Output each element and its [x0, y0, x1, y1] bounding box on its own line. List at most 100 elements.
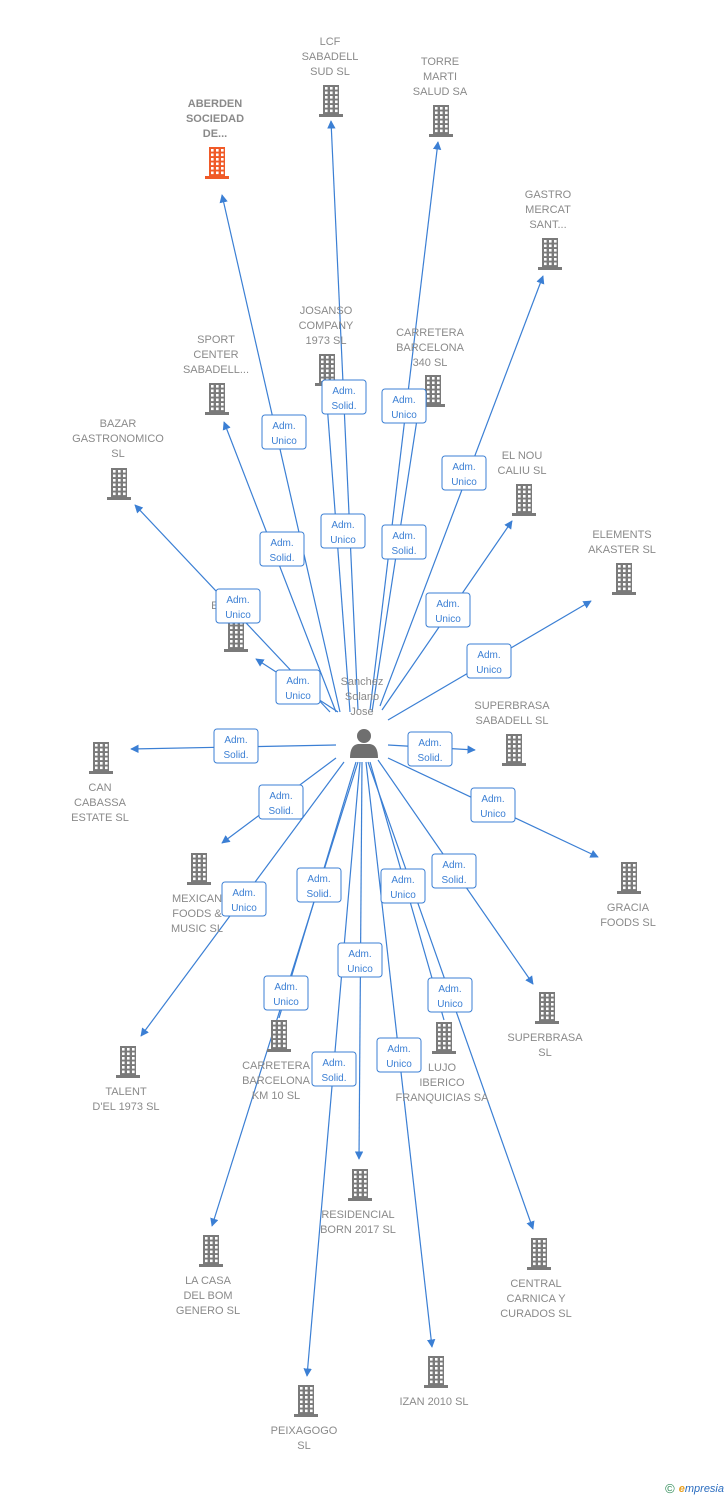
company-name-line[interactable]: CARNICA Y [506, 1293, 566, 1305]
company-node-elnou[interactable]: EL NOU CALIU SL [498, 450, 547, 516]
company-name-line[interactable]: SPORT [197, 334, 235, 346]
company-name-line[interactable]: COMPANY [299, 320, 354, 332]
edge-role-badge[interactable]: Adm.Unico [425, 592, 471, 628]
edge-role-badge[interactable]: Adm.Solid. [296, 867, 342, 903]
building-icon[interactable] [348, 1169, 372, 1201]
company-name-line[interactable]: RESIDENCIAL [321, 1209, 394, 1221]
company-node-josanso[interactable]: JOSANSO COMPANY 1973 SL [299, 305, 354, 386]
edge-role-badge[interactable]: Adm.Unico [427, 977, 473, 1013]
edge-role-badge[interactable]: Adm.Unico [441, 455, 487, 491]
edge-role-badge[interactable]: Adm.Solid. [321, 379, 367, 415]
edge-role-badge[interactable]: Adm.Solid. [258, 784, 304, 820]
company-name-line[interactable]: DEL BOM [183, 1290, 232, 1302]
edge-role-badge[interactable]: Adm.Solid. [311, 1051, 357, 1087]
edge-role-badge[interactable]: Adm.Unico [275, 669, 321, 705]
company-name-line[interactable]: BAZAR [100, 418, 137, 430]
company-name-line[interactable]: SABADELL SL [476, 715, 549, 727]
company-name-line[interactable]: IBERICO [419, 1077, 465, 1089]
company-name-line[interactable]: 340 SL [413, 357, 448, 369]
company-name-line[interactable]: SALUD SA [413, 86, 468, 98]
edge-role-badge[interactable]: Adm.Unico [337, 942, 383, 978]
edge-role-badge[interactable]: Adm.Unico [380, 868, 426, 904]
company-name-line[interactable]: ABERDEN [188, 98, 242, 110]
company-name-line[interactable]: D'EL 1973 SL [92, 1101, 159, 1113]
company-name-line[interactable]: DE... [203, 128, 227, 140]
company-node-gastro[interactable]: GASTRO MERCAT SANT... [525, 189, 572, 270]
building-icon[interactable] [612, 563, 636, 595]
edge-role-badge[interactable]: Adm.Solid. [407, 731, 453, 767]
building-icon[interactable] [432, 1022, 456, 1054]
building-icon[interactable] [617, 862, 641, 894]
building-icon[interactable] [187, 853, 211, 885]
company-name-line[interactable]: SL [538, 1047, 551, 1059]
company-name-line[interactable]: LA CASA [185, 1275, 232, 1287]
building-icon[interactable] [107, 468, 131, 500]
edge-role-badge[interactable]: Adm.Unico [470, 787, 516, 823]
company-node-residencial[interactable]: RESIDENCIAL BORN 2017 SL [320, 1169, 396, 1236]
person-name-line[interactable]: Sanchez [341, 676, 384, 688]
company-name-line[interactable]: LUJO [428, 1062, 457, 1074]
company-node-superbrasa_sab[interactable]: SUPERBRASA SABADELL SL [474, 700, 550, 766]
company-name-line[interactable]: GASTRO [525, 189, 572, 201]
edge-role-badge[interactable]: Adm.Solid. [213, 728, 259, 764]
edge-role-badge[interactable]: Adm.Unico [261, 414, 307, 450]
building-icon[interactable] [421, 375, 445, 407]
building-icon[interactable] [424, 1356, 448, 1388]
building-icon[interactable] [527, 1238, 551, 1270]
company-name-line[interactable]: KM 10 SL [252, 1090, 300, 1102]
company-node-aberden[interactable]: ABERDENSOCIEDADDE... [186, 98, 244, 179]
building-icon[interactable] [294, 1385, 318, 1417]
company-name-line[interactable]: MERCAT [525, 204, 571, 216]
company-name-line[interactable]: ELEMENTS [592, 529, 651, 541]
company-name-line[interactable]: MEXICAN [172, 893, 222, 905]
company-name-line[interactable]: LCF [320, 36, 341, 48]
edge-role-badge[interactable]: Adm.Unico [221, 881, 267, 917]
company-name-line[interactable]: GENERO SL [176, 1305, 240, 1317]
company-name-line[interactable]: CABASSA [74, 797, 127, 809]
company-name-line[interactable]: MARTI [423, 71, 457, 83]
company-name-line[interactable]: JOSANSO [300, 305, 353, 317]
company-name-line[interactable]: SANT... [529, 219, 566, 231]
company-node-torre[interactable]: TORRE MARTI SALUD SA [413, 56, 468, 137]
company-node-lacasa[interactable]: LA CASA DEL BOM GENERO SL [176, 1235, 240, 1317]
edge-role-badge[interactable]: Adm.Solid. [381, 524, 427, 560]
company-name-line[interactable]: BARCELONA [242, 1075, 311, 1087]
company-name-line[interactable]: SABADELL [302, 51, 359, 63]
company-name-line[interactable]: GASTRONOMICO [72, 433, 164, 445]
company-name-line[interactable]: SUPERBRASA [474, 700, 550, 712]
company-name-line[interactable]: FOODS & [172, 908, 222, 920]
building-icon[interactable] [319, 85, 343, 117]
company-name-line[interactable]: ESTATE SL [71, 812, 129, 824]
building-icon[interactable] [224, 620, 248, 652]
company-name-line[interactable]: BARCELONA [396, 342, 465, 354]
company-name-line[interactable]: BORN 2017 SL [320, 1224, 396, 1236]
company-name-line[interactable]: 1973 SL [306, 335, 347, 347]
edge-role-badge[interactable]: Adm.Unico [376, 1037, 422, 1073]
company-name-line[interactable]: SUPERBRASA [507, 1032, 583, 1044]
company-name-line[interactable]: CALIU SL [498, 465, 547, 477]
company-node-talent[interactable]: TALENT D'EL 1973 SL [92, 1046, 160, 1113]
building-icon[interactable] [199, 1235, 223, 1267]
company-name-line[interactable]: IZAN 2010 SL [399, 1396, 468, 1408]
edge-role-badge[interactable]: Adm.Unico [381, 388, 427, 424]
company-name-line[interactable]: SL [111, 448, 124, 460]
company-name-line[interactable]: FOODS SL [600, 917, 656, 929]
edge-role-badge[interactable]: Adm.Unico [320, 513, 366, 549]
company-name-line[interactable]: EL NOU [502, 450, 543, 462]
company-name-line[interactable]: TORRE [421, 56, 459, 68]
company-node-sport[interactable]: SPORTCENTERSABADELL... [183, 334, 249, 415]
company-name-line[interactable]: TALENT [105, 1086, 147, 1098]
building-icon[interactable] [502, 734, 526, 766]
company-node-superbrasa[interactable]: SUPERBRASA SL [507, 992, 583, 1059]
edge-role-badge[interactable]: Adm.Unico [263, 975, 309, 1011]
person-name-line[interactable]: Solano [345, 691, 379, 703]
building-icon[interactable] [512, 484, 536, 516]
building-icon[interactable] [89, 742, 113, 774]
company-name-line[interactable]: AKASTER SL [588, 544, 656, 556]
company-name-line[interactable]: SABADELL... [183, 364, 249, 376]
